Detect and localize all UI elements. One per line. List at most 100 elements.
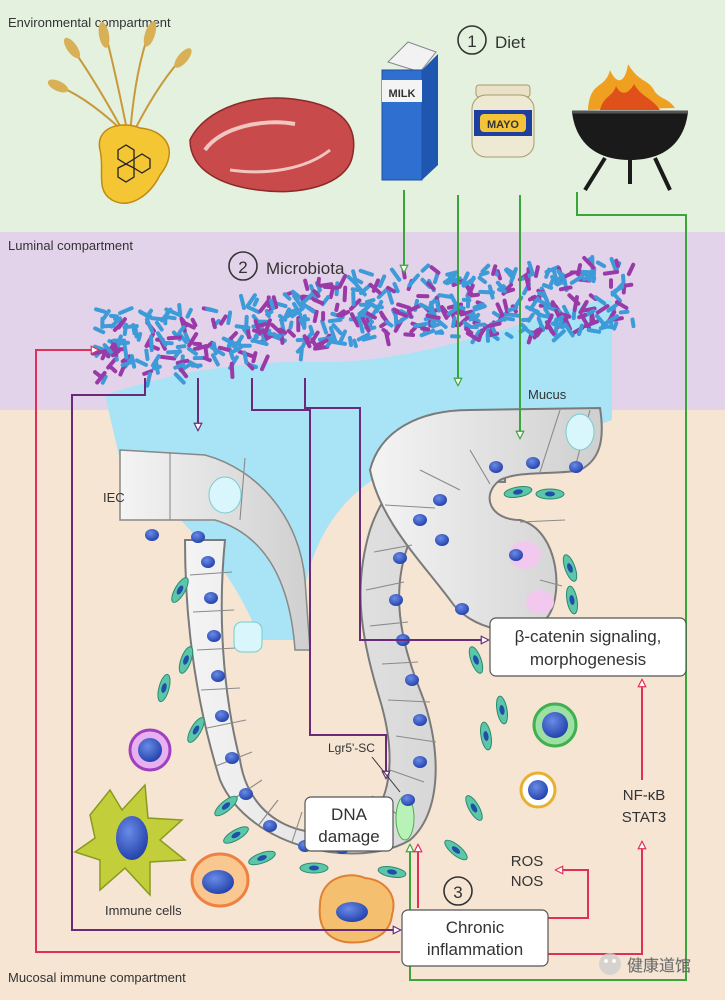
bacterium (219, 314, 228, 326)
bacterium (342, 285, 348, 303)
nucleus (145, 529, 159, 541)
bacterium (229, 331, 239, 341)
beta-catenin-line-2: morphogenesis (530, 650, 646, 669)
bacterium (356, 332, 371, 342)
bacterium (316, 276, 321, 287)
bacterium (582, 255, 596, 270)
goblet-cell (565, 413, 595, 451)
bacterium (429, 265, 441, 275)
stromal-cell (178, 646, 194, 674)
lymphocyte-cell (519, 771, 557, 809)
bacterium (593, 295, 607, 306)
bacterium (253, 339, 269, 347)
bacterium (173, 372, 186, 385)
microbiota-label: Microbiota (266, 259, 345, 278)
bacterium (258, 299, 271, 314)
bacterium (586, 327, 602, 334)
bacterium (486, 321, 502, 329)
stromal-cell (496, 695, 508, 725)
bacterium (311, 297, 325, 306)
bacterium (112, 321, 124, 332)
milk-carton-icon: MILK (381, 41, 438, 181)
bacterium (144, 348, 150, 362)
inflammation-to-ros-nos-arrow (548, 870, 589, 919)
microbiota-layer (90, 255, 636, 388)
bacterium (259, 354, 270, 372)
dna-damage-line-2: damage (318, 827, 379, 846)
bacterium (485, 332, 490, 343)
bacterium (166, 335, 183, 341)
bacterium (265, 309, 274, 317)
nucleus (569, 461, 583, 473)
bacterium (122, 322, 128, 337)
microbiota-to-stem-cell-arrow (251, 378, 386, 778)
stromal-cell (503, 486, 533, 498)
bacterium (571, 311, 577, 321)
nos-label: NOS (511, 873, 544, 890)
bacterium (186, 346, 199, 356)
bacterium (387, 290, 395, 305)
bacterium (290, 306, 305, 319)
bacterium (288, 320, 294, 330)
microbiota-to-chronic-inflammation-arrow (71, 378, 400, 930)
bacterium (183, 330, 191, 342)
bacterium (474, 322, 487, 327)
meat-icon (189, 97, 355, 193)
bacterium (419, 328, 436, 338)
bacterium (393, 309, 409, 318)
bacterium (352, 338, 358, 349)
bacterium (434, 317, 448, 330)
bacterium (301, 291, 315, 304)
bacterium (109, 313, 119, 319)
watermark: 健康道馆 (599, 953, 691, 975)
bacterium (252, 297, 260, 307)
inflammation-number: 3 (453, 883, 462, 902)
bacterium (221, 336, 236, 346)
goblet-cell (208, 476, 242, 514)
bacterium (102, 323, 116, 329)
bacterium (504, 331, 514, 339)
bacterium (364, 310, 377, 320)
nucleus (201, 556, 215, 568)
bacterium (159, 354, 177, 361)
bacterium (245, 293, 257, 308)
mayo-jar-icon: MAYO (471, 84, 535, 158)
stromal-cell (171, 577, 189, 603)
bacterium (602, 269, 620, 276)
stromal-cell (248, 850, 276, 866)
bacterium (328, 326, 338, 343)
bacterium (278, 327, 288, 335)
bacterium (550, 321, 565, 330)
bacterium (263, 318, 272, 335)
paneth-cell (509, 541, 541, 569)
bacterium (384, 319, 394, 328)
immune-cells-label: Immune cells (105, 903, 182, 918)
bacterium (609, 278, 613, 289)
diet-label: Diet (495, 33, 526, 52)
bacterium (102, 343, 115, 356)
nucleus (413, 756, 427, 768)
bacterium (360, 305, 369, 318)
bacterium (173, 362, 185, 370)
nucleus (263, 820, 277, 832)
bacterium (298, 347, 304, 362)
stem-cell-pointer (371, 756, 401, 793)
bacterium (544, 313, 554, 330)
bacterium (122, 343, 129, 360)
bacterium (100, 316, 105, 329)
watermark-text: 健康道馆 (627, 957, 691, 975)
bacterium (497, 287, 507, 294)
bacterium (162, 308, 171, 323)
bacterium (523, 274, 532, 291)
bacterium (154, 359, 160, 375)
bacterium (478, 324, 489, 338)
bacterium (339, 309, 351, 318)
wheat-icon (47, 21, 192, 204)
bacterium (321, 311, 326, 322)
bacterium (251, 351, 258, 364)
bacterium (308, 324, 315, 336)
bacterium (528, 296, 540, 312)
bacterium (327, 317, 343, 324)
stromal-cell (468, 646, 484, 674)
bacterium (445, 270, 460, 277)
